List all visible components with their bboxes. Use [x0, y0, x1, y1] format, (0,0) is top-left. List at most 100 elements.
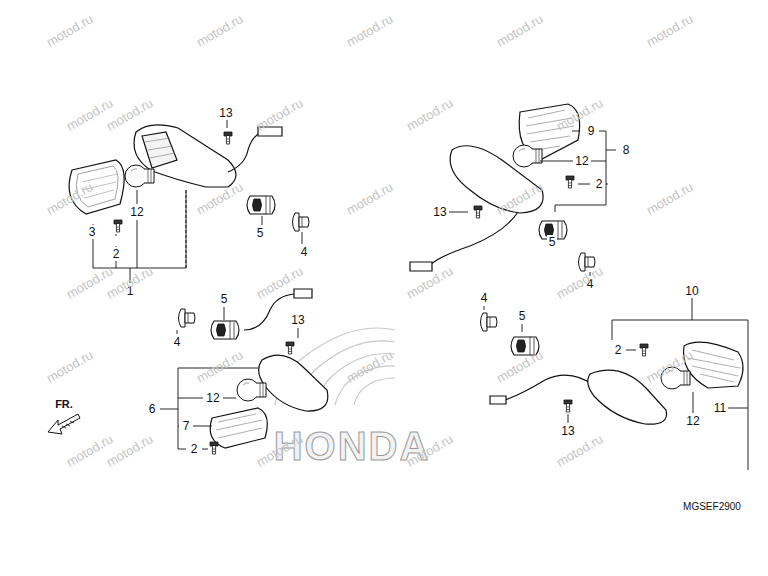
watermark: motod.ru	[255, 96, 306, 133]
line-art	[293, 213, 310, 231]
line-art	[244, 294, 294, 330]
watermark: motod.ru	[645, 180, 696, 217]
line-art	[179, 309, 196, 327]
line-art	[606, 150, 616, 151]
watermark: motod.ru	[45, 348, 96, 385]
watermark: motod.ru	[405, 96, 456, 133]
line-art	[142, 132, 177, 168]
callout-number: 5	[219, 292, 230, 306]
line-art	[566, 176, 574, 188]
line-art	[228, 132, 262, 172]
watermark: motod.ru	[345, 180, 396, 217]
line-art	[62, 421, 74, 428]
turn-signal-top-left	[69, 125, 282, 214]
callout-number: 2	[613, 343, 624, 357]
watermark: motod.ru	[495, 180, 546, 217]
watermark: motod.ru	[345, 348, 396, 385]
line-art	[298, 328, 299, 338]
callout-number: 3	[87, 225, 98, 239]
line-art	[484, 306, 485, 310]
callout-number: 4	[299, 245, 310, 259]
callout-number: 12	[573, 154, 590, 168]
line-art	[302, 232, 303, 244]
callout-number: 13	[217, 106, 234, 120]
callout-number: 13	[431, 205, 448, 219]
line-art	[237, 379, 266, 401]
leader-lines	[448, 131, 616, 276]
callout-number: 5	[255, 226, 266, 240]
line-art	[505, 375, 595, 400]
turn-signal-top-right	[410, 104, 580, 271]
watermark: motod.ru	[645, 348, 696, 385]
watermark: motod.ru	[195, 348, 246, 385]
line-art	[693, 392, 694, 413]
watermark: motod.ru	[45, 180, 96, 217]
line-art	[684, 342, 744, 388]
line-art	[474, 206, 482, 218]
callout-number: 7	[181, 419, 192, 433]
callout-number: 13	[559, 424, 576, 438]
line-art	[210, 442, 218, 454]
line-art	[186, 190, 187, 268]
callout-number: 8	[621, 143, 632, 157]
callout-number: 12	[684, 414, 701, 428]
watermark: motod.ru	[105, 432, 156, 469]
line-art	[224, 132, 232, 144]
line-art	[513, 145, 542, 167]
line-art	[555, 131, 606, 212]
line-art	[354, 378, 395, 405]
callout-number: 13	[289, 313, 306, 327]
callout-number: 11	[712, 401, 728, 415]
callout-number: 4	[479, 291, 490, 305]
line-art	[688, 350, 740, 382]
callout-number: 2	[594, 177, 605, 191]
callout-number: 10	[683, 284, 700, 298]
watermark: motod.ru	[255, 264, 306, 301]
callout-number: 6	[147, 402, 158, 416]
line-art	[210, 408, 267, 448]
line-art	[410, 262, 432, 271]
line-art	[448, 212, 468, 213]
line-art	[114, 220, 122, 232]
line-art	[178, 368, 258, 449]
line-art	[216, 414, 262, 438]
watermark: motod.ru	[195, 180, 246, 217]
line-art	[612, 298, 748, 470]
line-art	[481, 313, 498, 331]
line-art	[522, 324, 523, 332]
callout-number: 12	[204, 391, 221, 405]
line-art	[145, 138, 175, 158]
line-art	[211, 321, 239, 339]
line-art	[262, 216, 263, 225]
line-art	[247, 196, 275, 214]
watermark: motod.ru	[105, 96, 156, 133]
callout-number: 9	[586, 124, 597, 138]
callout-number: 4	[172, 335, 183, 349]
watermark: motod.ru	[555, 96, 606, 133]
line-art	[430, 212, 518, 265]
line-art	[125, 165, 154, 187]
leader-lines	[93, 120, 302, 283]
line-art	[160, 409, 178, 410]
watermark: motod.ru	[495, 348, 546, 385]
watermark: motod.ru	[405, 264, 456, 301]
line-art	[626, 350, 636, 351]
line-art	[224, 307, 225, 320]
watermark: motod.ru	[495, 12, 546, 49]
line-art	[227, 120, 228, 128]
callout-number: 5	[517, 309, 528, 323]
drawing-code: MGSEF2900	[681, 501, 743, 513]
watermark: motod.ru	[345, 12, 396, 49]
leader-lines	[484, 298, 748, 470]
line-art	[640, 344, 648, 356]
watermark: motod.ru	[195, 12, 246, 49]
line-art	[294, 289, 312, 298]
line-art	[568, 414, 569, 423]
line-art	[48, 414, 80, 434]
line-art	[137, 190, 138, 268]
watermark: motod.ru	[45, 12, 96, 49]
line-art	[259, 355, 328, 411]
line-art	[490, 396, 506, 404]
line-art	[93, 190, 186, 268]
